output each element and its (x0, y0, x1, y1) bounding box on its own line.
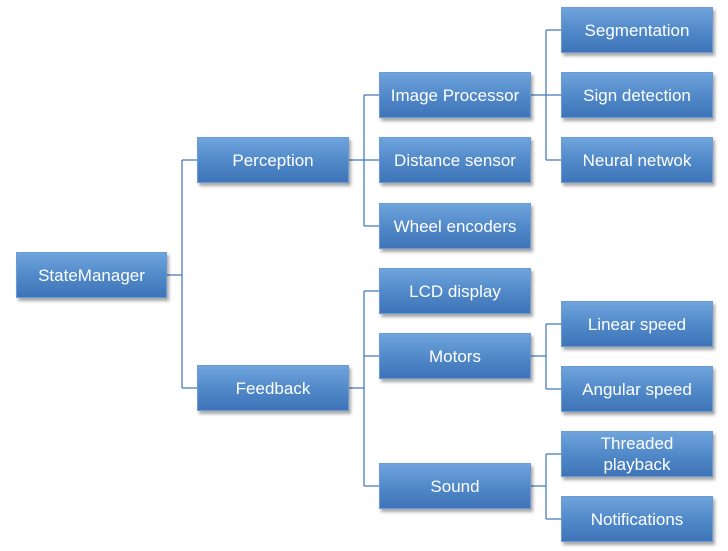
node-motors: Motors (379, 333, 531, 379)
node-neural-network: Neural netwok (561, 137, 713, 183)
node-label: Sound (430, 476, 480, 496)
node-label: Motors (429, 346, 481, 366)
node-state-manager: StateManager (16, 252, 167, 298)
node-feedback: Feedback (197, 365, 349, 411)
node-sign-detection: Sign detection (561, 72, 713, 118)
node-label: LCD display (409, 281, 501, 301)
node-label: Angular speed (582, 379, 692, 399)
node-label: Feedback (235, 378, 311, 398)
node-threaded-playback: Threaded playback (561, 431, 713, 477)
node-segmentation: Segmentation (561, 7, 713, 53)
node-label: Image Processor (390, 85, 520, 105)
node-sound: Sound (379, 463, 531, 509)
node-wheel-encoders: Wheel encoders (379, 203, 531, 249)
node-label: Sign detection (583, 85, 691, 105)
node-label: Neural netwok (582, 150, 692, 170)
node-label: Linear speed (587, 314, 687, 334)
node-linear-speed: Linear speed (561, 301, 713, 347)
node-label: Threaded playback (600, 434, 674, 474)
node-perception: Perception (197, 137, 349, 183)
node-lcd-display: LCD display (379, 268, 531, 314)
node-distance-sensor: Distance sensor (379, 137, 531, 183)
node-label: Wheel encoders (393, 216, 517, 236)
node-label: Notifications (590, 509, 684, 529)
node-label: StateManager (38, 265, 145, 285)
node-notifications: Notifications (561, 496, 713, 542)
node-label: Distance sensor (394, 150, 516, 170)
node-label: Segmentation (584, 20, 690, 40)
node-angular-speed: Angular speed (561, 366, 713, 412)
node-image-processor: Image Processor (379, 72, 531, 118)
node-label: Perception (232, 150, 314, 170)
